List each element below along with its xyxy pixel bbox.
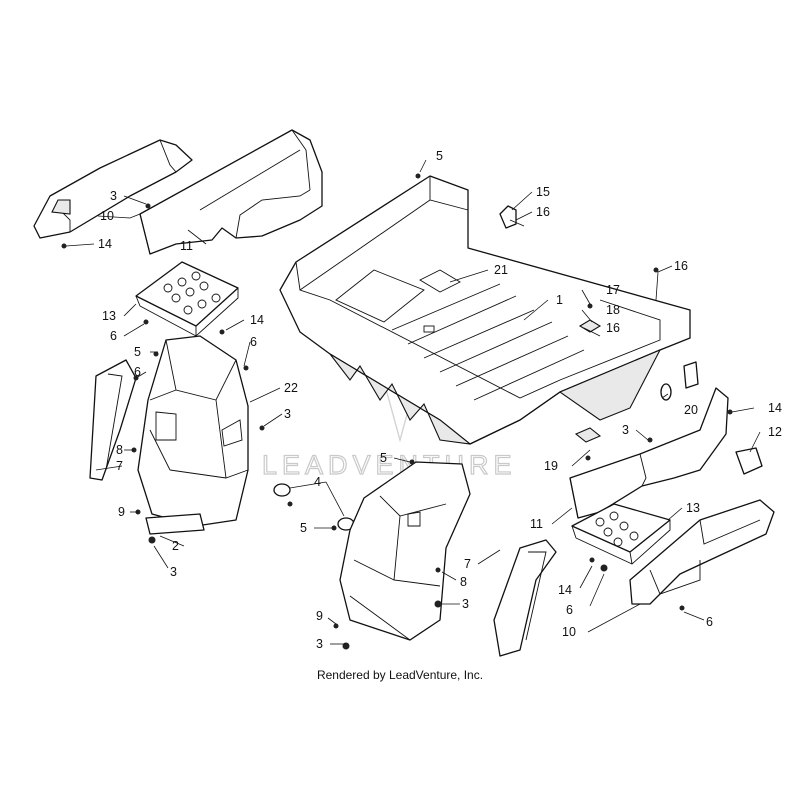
- callout-10-upper-left: 10: [100, 209, 114, 223]
- callout-5-left: 5: [134, 345, 141, 359]
- callout-13-right: 13: [686, 501, 700, 515]
- callout-5-top: 5: [436, 149, 443, 163]
- part-block-19: [574, 427, 602, 443]
- callout-11-upper-left: 11: [180, 239, 193, 253]
- part-side-strip-center: [493, 539, 557, 657]
- part-base-plate-left: [145, 513, 205, 535]
- part-fitting-20: [660, 361, 699, 401]
- watermark: LEADVENTURE: [261, 299, 517, 481]
- callout-16-top-right: 16: [674, 259, 688, 273]
- callout-3-right: 3: [622, 423, 629, 437]
- callout-22: 22: [284, 381, 298, 395]
- callout-20: 20: [684, 403, 698, 417]
- callout-6-lower-right: 6: [566, 603, 573, 617]
- callout-3-lower-left: 3: [170, 565, 177, 579]
- callout-7-center: 7: [464, 557, 471, 571]
- callout-19: 19: [544, 459, 558, 473]
- callout-3-bottom: 3: [316, 637, 323, 651]
- callout-6-left: 6: [134, 365, 141, 379]
- part-cargo-box: [279, 175, 691, 445]
- callout-14-right: 14: [768, 401, 782, 415]
- part-side-panel-upper-left: [139, 129, 323, 255]
- callout-21: 21: [494, 263, 508, 277]
- callout-17: 17: [606, 283, 620, 297]
- part-mud-guard-center: [339, 461, 471, 641]
- callout-3-mid: 3: [284, 407, 291, 421]
- callout-4: 4: [314, 475, 321, 489]
- callout-8-left: 8: [116, 443, 123, 457]
- callout-9-left: 9: [118, 505, 125, 519]
- callout-11-right: 11: [530, 517, 543, 531]
- callout-3-upper-left: 3: [110, 189, 117, 203]
- callout-5-lower: 5: [300, 521, 307, 535]
- part-step-plate-right: [571, 503, 671, 565]
- part-side-strip-left: [89, 359, 137, 481]
- watermark-text: LEADVENTURE: [262, 450, 517, 480]
- callout-15: 15: [536, 185, 550, 199]
- callout-18: 18: [606, 303, 620, 317]
- callout-13-upper-left: 13: [102, 309, 116, 323]
- part-clamp-4: [273, 483, 355, 531]
- part-bracket-12: [735, 447, 763, 475]
- callout-1: 1: [556, 293, 563, 307]
- callout-16-bracket: 16: [536, 205, 550, 219]
- callout-6-upper-left: 6: [110, 329, 117, 343]
- hardware-fasteners: [61, 173, 733, 650]
- callout-8-center: 8: [460, 575, 467, 589]
- callout-12: 12: [768, 425, 782, 439]
- part-fender-upper-left: [33, 139, 193, 239]
- part-step-plate-upper-left: [135, 261, 239, 337]
- part-bracket-15: [499, 205, 525, 229]
- callout-3-center: 3: [462, 597, 469, 611]
- render-credit: Rendered by LeadVenture, Inc.: [316, 668, 484, 682]
- part-plate-18: [578, 303, 602, 333]
- callout-6-far-right: 6: [706, 615, 713, 629]
- callout-7-left: 7: [116, 459, 123, 473]
- callout-labels: 5 15 16 3 10 14 11 21 16 17 18 1 16 13 6…: [98, 149, 782, 651]
- part-fender-right: [629, 499, 775, 605]
- callout-14-lower-right: 14: [558, 583, 572, 597]
- callout-5-center: 5: [380, 451, 387, 465]
- callout-10-right: 10: [562, 625, 576, 639]
- callout-6-mid-left: 6: [250, 335, 257, 349]
- callout-2: 2: [172, 539, 179, 553]
- callout-9-center: 9: [316, 609, 323, 623]
- callout-14-mid-left: 14: [250, 313, 264, 327]
- callout-14-upper-left: 14: [98, 237, 112, 251]
- leader-lines: [65, 159, 761, 645]
- callout-16-right: 16: [606, 321, 620, 335]
- part-mud-guard-left: [137, 335, 249, 527]
